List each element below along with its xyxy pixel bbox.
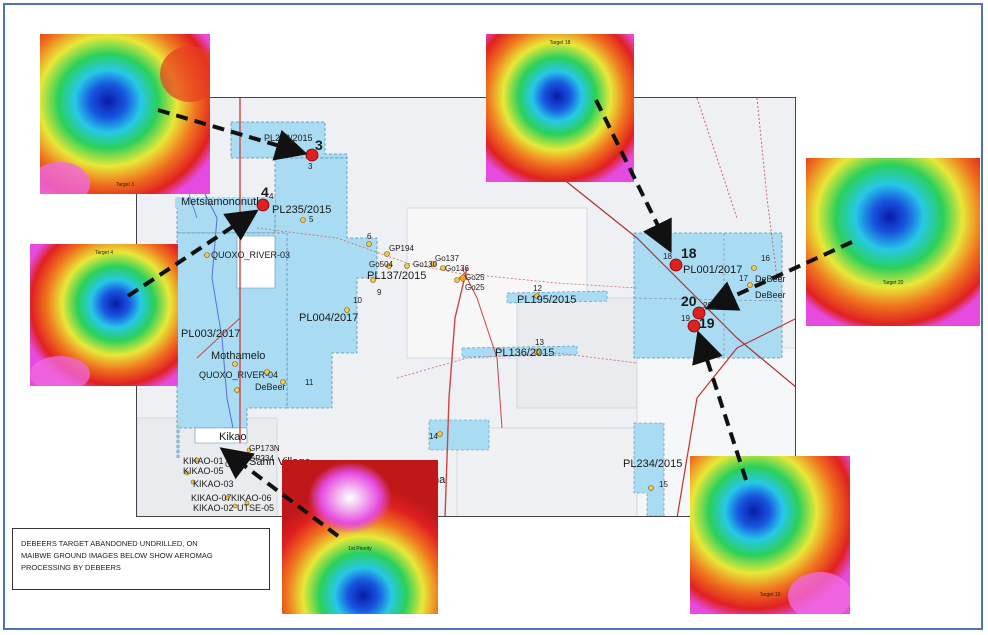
- aeromag-thumb-target-19: Target 19: [690, 456, 850, 614]
- label-kikao-03: KIKAO-03: [193, 479, 234, 489]
- label-pl004: PL004/2017: [299, 312, 359, 324]
- thumb-title-4: Target 4: [94, 250, 114, 256]
- target-sub-4: 4: [269, 192, 274, 201]
- label-metsiamonong: Metsiamononutl: [181, 196, 259, 208]
- label-utse-05: UTSE-05: [237, 503, 275, 513]
- aeromag-image-19: [690, 456, 850, 614]
- label-go25-b: Go25: [465, 283, 485, 292]
- label-kikao-07: KIKAO-07: [191, 493, 232, 503]
- num-10: 10: [353, 296, 362, 305]
- label-kikao: Kikao: [219, 431, 247, 443]
- label-go137: Go137: [435, 254, 460, 263]
- target-sub-19: 19: [681, 314, 690, 323]
- label-debeer-west: DeBeer: [255, 382, 286, 392]
- aeromag-thumb-target-4: Target 4: [30, 244, 178, 386]
- label-pl235: PL235/2015: [272, 204, 332, 216]
- num-6: 6: [367, 232, 372, 241]
- num-14: 14: [429, 432, 438, 441]
- target-number-3: 3: [315, 137, 323, 153]
- label-gp173n: GP173N: [249, 444, 280, 453]
- label-go504: Go504: [369, 260, 394, 269]
- aeromag-thumb-1st-priority: 1st Priority: [282, 460, 438, 614]
- num-17: 17: [739, 274, 748, 283]
- label-go25-a: Go25: [465, 273, 485, 282]
- label-quoxo-04: QUOXO_RIVER-04: [199, 370, 279, 380]
- num-15: 15: [659, 480, 668, 489]
- aeromag-thumb-target-18: Target 18: [486, 34, 634, 182]
- label-gp194: GP194: [389, 244, 414, 253]
- map-base: [137, 98, 795, 516]
- label-pl003: PL003/2017: [181, 328, 241, 340]
- note-line-3: PROCESSING BY DEBEERS: [21, 563, 121, 572]
- target-number-19: 19: [699, 315, 715, 331]
- label-debeer-east-1: DeBeer: [755, 274, 786, 284]
- thumb-title-18: Target 18: [549, 40, 571, 46]
- num-12: 12: [533, 284, 542, 293]
- num-9: 9: [377, 288, 382, 297]
- label-pl232: PL232/2015: [264, 133, 313, 143]
- aeromag-image-18: [486, 34, 634, 182]
- thumb-caption-19: Target 19: [759, 592, 781, 598]
- num-5: 5: [309, 215, 314, 224]
- num-13: 13: [535, 338, 544, 347]
- target-number-18: 18: [681, 245, 697, 261]
- thumb-caption-1st-priority: 1st Priority: [348, 546, 372, 552]
- target-number-4: 4: [261, 184, 269, 200]
- target-number-20: 20: [681, 293, 697, 309]
- label-go136: Go136: [445, 264, 470, 273]
- label-go130: Go130: [413, 260, 438, 269]
- aeromag-image-20: [806, 158, 980, 326]
- label-kikao-02: KIKAO-02: [193, 503, 234, 513]
- note-line-1: DEBEERS TARGET ABANDONED UNDRILLED, ON: [21, 539, 198, 548]
- aeromag-image-1st-priority: [282, 460, 438, 614]
- aeromag-image-3: [40, 34, 210, 194]
- num-11: 11: [305, 378, 314, 387]
- note-line-2: MAIBWE GROUND IMAGES BELOW SHOW AEROMAG: [21, 551, 213, 560]
- label-quoxo-03: QUOXO_RIVER-03: [211, 250, 291, 260]
- num-16: 16: [761, 254, 770, 263]
- exploration-map: PL232/2015 3 3 4 4 Metsiamononutl PL235/…: [136, 97, 796, 517]
- note-box: DEBEERS TARGET ABANDONED UNDRILLED, ON M…: [12, 528, 270, 590]
- label-pl234: PL234/2015: [623, 458, 683, 470]
- label-pl195: PL195/2015: [517, 294, 577, 306]
- target-sub-18: 18: [663, 252, 672, 261]
- target-sub-3: 3: [308, 162, 313, 171]
- label-kikao-06: KIKAO-06: [231, 493, 272, 503]
- label-gp: GP: [225, 460, 237, 469]
- label-pl001: PL001/2017: [683, 264, 743, 276]
- label-pl137: PL137/2015: [367, 270, 427, 282]
- label-mothamelo: Mothamelo: [211, 350, 266, 362]
- thumb-caption-20: Target 20: [882, 280, 904, 286]
- label-pl136: PL136/2015: [495, 347, 555, 359]
- label-kikao-01: KIKAO-01: [183, 456, 224, 466]
- aeromag-thumb-target-3: Target 3: [40, 34, 210, 194]
- figure-frame: [3, 3, 983, 630]
- aeromag-thumb-target-20: Target 20: [806, 158, 980, 326]
- thumb-caption-3: Target 3: [115, 182, 135, 188]
- label-kikao-05: KIKAO-05: [183, 466, 224, 476]
- aeromag-image-4: [30, 244, 178, 386]
- target-sub-20: 20: [703, 301, 712, 310]
- label-debeer-east-2: DeBeer: [755, 290, 786, 300]
